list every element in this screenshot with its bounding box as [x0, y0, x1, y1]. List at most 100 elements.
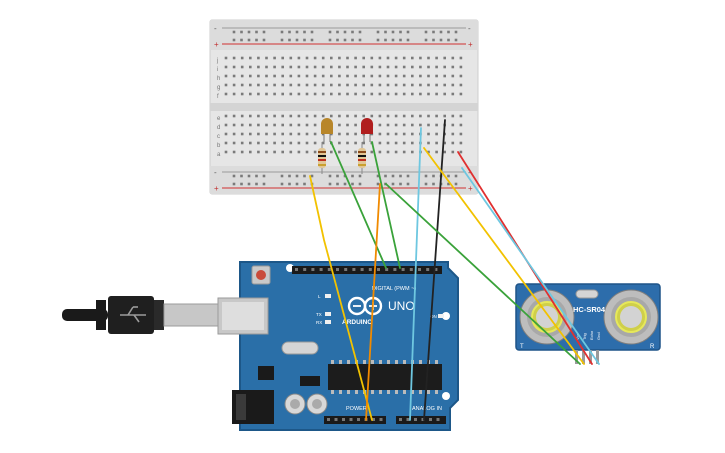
breadboard-hole — [394, 65, 398, 69]
wire-green-led-right — [371, 141, 401, 269]
breadboard-hole — [338, 123, 341, 127]
analog-pin — [406, 418, 410, 421]
mounting-hole — [442, 392, 450, 400]
rail-hole — [255, 38, 258, 42]
on-led — [438, 314, 444, 318]
breadboard-hole — [313, 132, 317, 136]
breadboard-hole — [443, 141, 446, 145]
breadboard-hole — [297, 74, 301, 78]
breadboard-hole — [338, 83, 341, 87]
breadboard-hole — [232, 150, 236, 154]
breadboard-hole — [240, 123, 244, 127]
digital-pin — [352, 268, 356, 271]
breadboard-hole — [459, 56, 463, 60]
digital-pin — [311, 268, 315, 271]
breadboard-hole — [232, 123, 236, 127]
breadboard-hole — [451, 150, 455, 154]
breadboard-hole — [273, 132, 276, 136]
breadboard-hole — [232, 114, 236, 118]
breadboard-hole — [338, 150, 341, 154]
breadboard-hole — [249, 150, 252, 154]
breadboard-hole — [443, 56, 446, 60]
on-led-label: ON — [430, 314, 437, 319]
breadboard-hole — [224, 150, 228, 154]
breadboard-hole — [459, 114, 463, 118]
usb-cable — [62, 296, 219, 334]
breadboard-hole — [378, 74, 382, 78]
breadboard-hole — [386, 65, 390, 69]
breadboard-hole — [451, 141, 455, 145]
breadboard-hole — [321, 92, 325, 96]
breadboard-hole — [378, 141, 382, 145]
wire-green-gnd-rail — [385, 183, 581, 365]
sensor-pin-gnd: Gnd — [596, 332, 601, 340]
breadboard-hole — [435, 74, 438, 78]
breadboard-hole — [289, 132, 293, 136]
breadboard-hole — [313, 114, 317, 118]
breadboard-hole — [378, 92, 382, 96]
rail-hole — [343, 182, 347, 186]
breadboard-hole — [362, 65, 365, 69]
rail-hole — [288, 30, 291, 34]
breadboard-hole — [394, 141, 398, 145]
power-pin — [327, 418, 330, 421]
breadboard-hole — [411, 150, 414, 154]
row-letters: j i h g f e d c b a — [216, 58, 221, 158]
row-letter-e: e — [217, 116, 221, 122]
rail-hole — [424, 30, 428, 34]
analog-header — [396, 416, 446, 424]
breadboard-hole — [427, 132, 430, 136]
breadboard-hole — [305, 150, 309, 154]
rail-hole — [399, 174, 402, 178]
breadboard-hole — [354, 132, 357, 136]
breadboard-hole — [386, 92, 390, 96]
rail-minus-top: - — [214, 24, 217, 33]
power-label: POWER — [346, 406, 367, 412]
row-letter-f: f — [217, 94, 219, 100]
row-letter-j: j — [216, 58, 218, 64]
breadboard-hole — [394, 56, 398, 60]
breadboard-hole — [419, 65, 422, 69]
breadboard-hole — [273, 114, 276, 118]
chip-pin — [427, 390, 430, 394]
chip-pin — [419, 360, 422, 364]
breadboard-hole — [354, 123, 357, 127]
breadboard-hole — [224, 74, 228, 78]
breadboard-hole — [346, 83, 349, 87]
digital-pin — [336, 268, 339, 271]
breadboard-hole — [338, 114, 341, 118]
chip-pin — [355, 390, 358, 394]
breadboard-hole — [362, 92, 365, 96]
rail-hole — [240, 174, 243, 178]
power-pin — [334, 418, 338, 421]
breadboard-holes — [224, 30, 463, 186]
breadboard-hole — [321, 65, 325, 69]
breadboard-hole — [273, 74, 276, 78]
breadboard-hole — [257, 65, 260, 69]
breadboard-hole — [411, 132, 414, 136]
rail-hole — [399, 38, 402, 42]
top-power-rail — [210, 20, 478, 50]
breadboard-hole — [297, 150, 301, 154]
chip-pin — [347, 360, 350, 364]
rail-hole — [255, 30, 258, 34]
rail-hole — [288, 174, 291, 178]
breadboard-hole — [459, 123, 463, 127]
rail-hole — [406, 30, 410, 34]
atmega-chip — [328, 364, 442, 390]
breadboard-hole — [330, 114, 333, 118]
chip-pin — [339, 390, 342, 394]
breadboard-hole — [402, 132, 406, 136]
breadboard-hole — [378, 65, 382, 69]
chip-pin — [395, 360, 398, 364]
breadboard-hole — [378, 114, 382, 118]
rail-hole — [336, 174, 339, 178]
breadboard-hole — [394, 74, 398, 78]
row-letter-i: i — [217, 67, 218, 73]
breadboard-hole — [313, 123, 317, 127]
reset-button-cap[interactable] — [256, 270, 266, 280]
breadboard-hole — [338, 132, 341, 136]
breadboard-hole — [265, 65, 268, 69]
rail-hole — [424, 174, 428, 178]
breadboard-hole — [370, 65, 374, 69]
